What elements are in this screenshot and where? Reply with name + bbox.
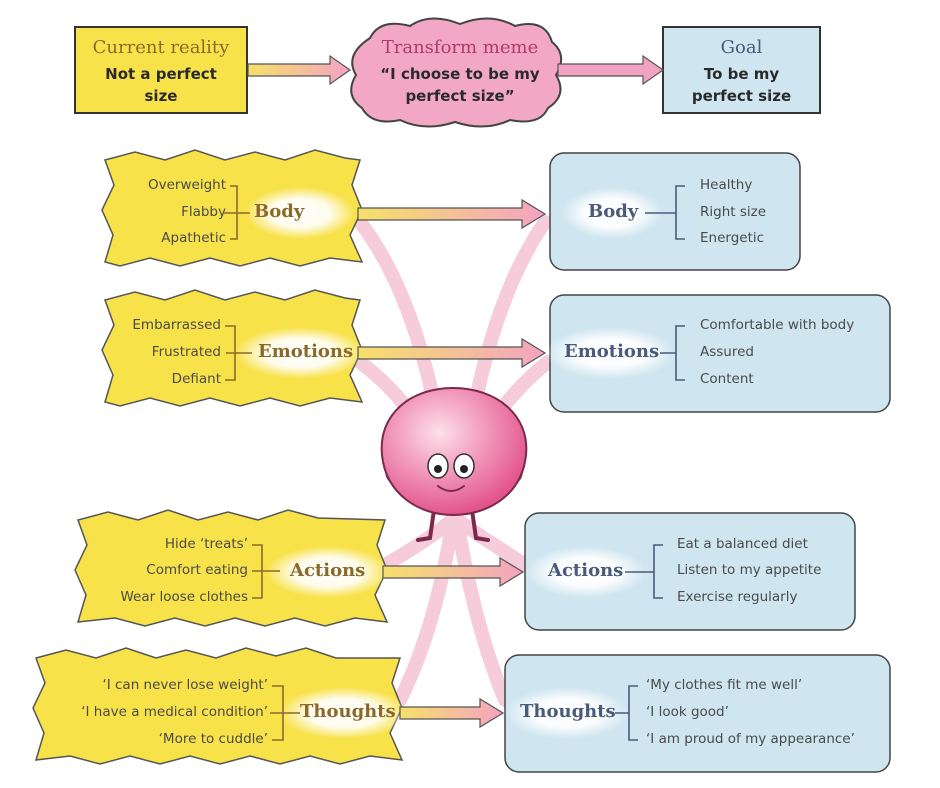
left-item-actions-2: Comfort eating — [146, 562, 248, 578]
left-item-actions-3: Wear loose clothes — [120, 589, 249, 605]
left-item-body-1: Overweight — [148, 177, 226, 193]
right-item-thoughts-1: ‘My clothes fit me well’ — [646, 677, 803, 693]
left-category-body: Body — [254, 201, 305, 222]
right-item-thoughts-3: ‘I am proud of my appearance’ — [646, 731, 855, 747]
left-item-emotions-2: Frustrated — [151, 344, 221, 360]
current-reality-box — [74, 26, 248, 114]
arrow-thoughts — [399, 697, 505, 729]
right-item-thoughts-2: ‘I look good’ — [646, 704, 729, 720]
right-category-thoughts: Thoughts — [520, 701, 616, 722]
curve-thoughts-left — [393, 518, 459, 707]
left-category-emotions: Emotions — [258, 341, 354, 362]
transform-meme-subtitle: “I choose to be my perfect size” — [380, 65, 540, 105]
right-item-actions-1: Eat a balanced diet — [677, 536, 808, 552]
left-item-body-2: Flabby — [181, 204, 226, 220]
goal-title: Goal — [720, 37, 763, 58]
right-item-body-3: Energetic — [700, 230, 765, 246]
current-reality-subtitle: Not a perfect size — [105, 65, 217, 105]
left-brackets — [224, 185, 300, 741]
right-box-body — [549, 152, 801, 271]
transform-meme-cloud — [350, 17, 563, 128]
right-item-body-2: Right size — [700, 204, 767, 220]
current-reality-title: Current reality — [92, 37, 230, 58]
header-arrows — [247, 54, 665, 86]
row-arrows — [357, 198, 547, 729]
arrow-emotions — [357, 337, 547, 369]
goal-subtitle: To be my perfect size — [691, 65, 792, 105]
arrow-body — [357, 198, 547, 230]
right-brackets — [615, 185, 685, 741]
right-boxes — [504, 152, 891, 773]
transform-meme-title: Transform meme — [381, 37, 539, 58]
right-box-thoughts — [504, 654, 891, 773]
left-category-thoughts: Thoughts — [300, 701, 396, 722]
left-item-thoughts-3: ‘More to cuddle’ — [158, 731, 268, 747]
right-item-emotions-1: Comfortable with body — [700, 317, 855, 333]
figure-character — [380, 386, 528, 542]
right-category-emotions: Emotions — [564, 341, 660, 362]
arrow-actions — [382, 556, 525, 588]
left-item-thoughts-1: ‘I can never lose weight’ — [102, 677, 268, 693]
right-item-actions-2: Listen to my appetite — [677, 562, 822, 578]
right-item-actions-3: Exercise regularly — [677, 589, 798, 605]
right-category-actions: Actions — [548, 560, 624, 581]
left-item-thoughts-2: ‘I have a medical condition’ — [81, 704, 268, 720]
left-box-actions — [74, 509, 389, 627]
right-item-emotions-2: Assured — [700, 344, 754, 360]
figure-head — [380, 386, 528, 517]
figure-legs — [416, 508, 490, 542]
left-item-body-3: Apathetic — [161, 230, 226, 246]
left-category-actions: Actions — [290, 560, 366, 581]
left-item-emotions-3: Defiant — [171, 371, 221, 387]
left-item-actions-1: Hide ‘treats’ — [164, 536, 248, 552]
category-glows — [235, 187, 675, 739]
right-item-emotions-3: Content — [700, 371, 754, 387]
right-category-body: Body — [588, 201, 639, 222]
left-item-emotions-1: Embarrassed — [132, 317, 221, 333]
right-box-actions — [524, 512, 856, 631]
right-item-body-1: Healthy — [700, 177, 753, 193]
curve-thoughts-right — [451, 518, 512, 707]
